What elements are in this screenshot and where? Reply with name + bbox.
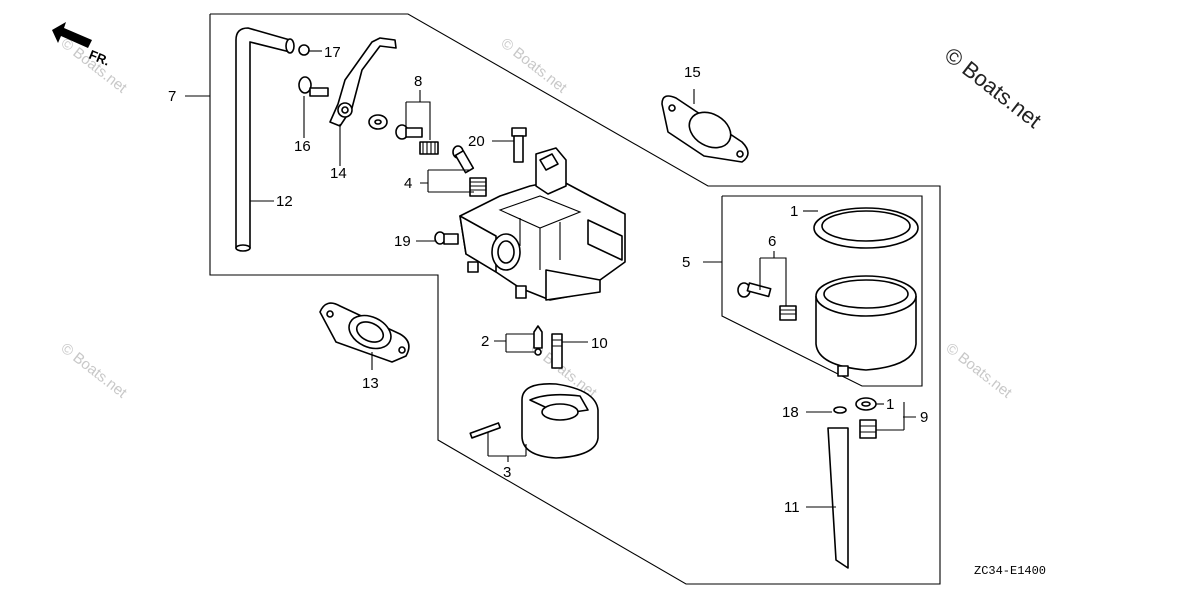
part-18-clip [833, 406, 847, 414]
direction-label: FR. [87, 47, 112, 69]
part-13-gasket [319, 302, 410, 363]
assembly-frame [209, 13, 941, 585]
callout-12: 12 [276, 193, 293, 210]
part-8-screw-spring [395, 124, 439, 155]
air-filter-frame [721, 195, 923, 387]
callout-13: 13 [362, 375, 379, 392]
part-2-float-valve [533, 325, 543, 356]
callout-1-top: 1 [790, 203, 798, 220]
part-10-jet [551, 333, 563, 369]
part-6-screw-spring [737, 282, 797, 321]
callout-15: 15 [684, 64, 701, 81]
callout-16: 16 [294, 138, 311, 155]
part-14-choke-lever [329, 37, 397, 127]
part-16-screw [298, 76, 329, 97]
part-11-drain-tube [827, 427, 849, 569]
callout-5: 5 [682, 254, 690, 271]
washer [368, 114, 388, 130]
part-1-filter-ring [813, 207, 919, 249]
callout-numbers: 7 12 17 16 14 8 4 20 19 15 1 5 6 13 2 10… [168, 44, 928, 516]
part-15-gasket [661, 95, 749, 163]
callout-6: 6 [768, 233, 776, 250]
part-5-filter-element [815, 275, 917, 377]
diagram-code: ZC34-E1400 [974, 564, 1046, 578]
callout-2: 2 [481, 333, 489, 350]
callout-4: 4 [404, 175, 412, 192]
callout-7: 7 [168, 88, 176, 105]
watermark: © Boats.net [58, 35, 131, 97]
callout-18: 18 [782, 404, 799, 421]
front-direction-arrow-icon: FR. [52, 22, 112, 69]
callout-3: 3 [503, 464, 511, 481]
carburetor-body [459, 147, 626, 301]
callout-8: 8 [414, 73, 422, 90]
part-9-drain-screw [859, 419, 877, 439]
callout-10: 10 [591, 335, 608, 352]
callout-11: 11 [784, 499, 800, 516]
part-12-tube [235, 27, 295, 252]
part-1-washer [855, 397, 877, 411]
callout-9: 9 [920, 409, 928, 426]
watermark: © Boats.net [58, 340, 131, 402]
part-3-float [469, 383, 599, 459]
watermark: © Boats.net [943, 340, 1016, 402]
watermark: © Boats.net [498, 35, 571, 97]
part-20-screw [511, 127, 527, 163]
callout-20: 20 [468, 133, 485, 150]
callout-1-lower: 1 [886, 396, 894, 413]
callout-19: 19 [394, 233, 411, 250]
callout-14: 14 [330, 165, 347, 182]
leader-lines [185, 50, 916, 508]
boats-net-watermark: © Boats.net [940, 42, 1046, 133]
part-4-screw-spring [452, 145, 487, 197]
part-17-clip [298, 44, 310, 56]
callout-17: 17 [324, 44, 341, 61]
part-19-screw [434, 231, 459, 245]
